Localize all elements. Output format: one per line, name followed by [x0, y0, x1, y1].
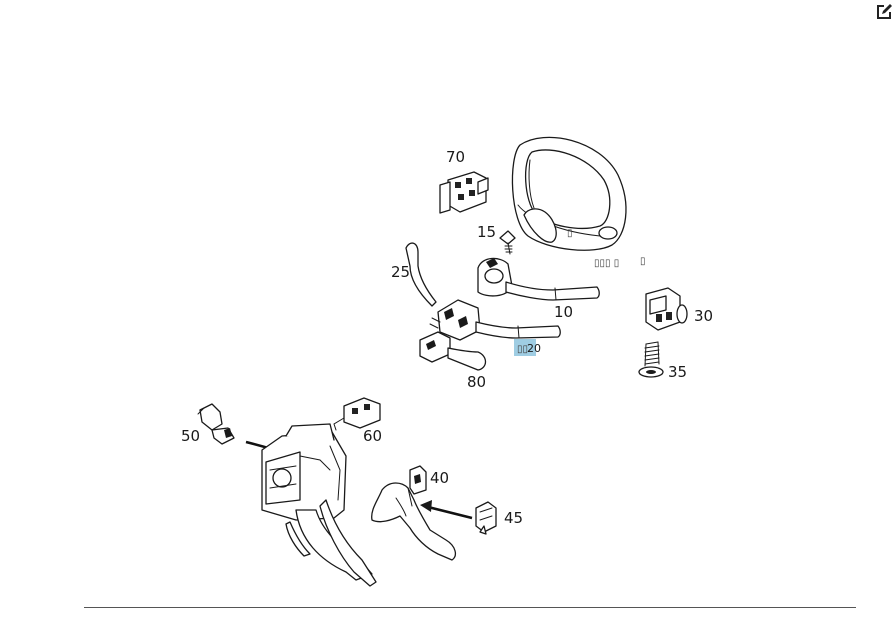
arrow-45-head: [420, 500, 432, 512]
callout-45: 45: [504, 509, 523, 527]
pedal-assembly[interactable]: [261, 423, 377, 587]
edit-button[interactable]: [874, 2, 894, 22]
part-80-cruise-switch[interactable]: [419, 331, 487, 371]
edit-pencil-icon: [877, 4, 892, 19]
callout-10: 10: [554, 303, 573, 321]
part-20-combination-switch[interactable]: [429, 299, 561, 341]
footer-rule: [84, 607, 856, 608]
callout-40: 40: [430, 469, 449, 487]
part-35-spring[interactable]: [638, 341, 664, 378]
part-60-switch[interactable]: [333, 397, 381, 431]
wheel-mark-2: ▯: [640, 256, 646, 267]
accelerator-pedal[interactable]: [371, 482, 457, 561]
part-30-connector[interactable]: [645, 287, 688, 331]
callout-20-prefix: ▯▯: [517, 344, 528, 355]
callout-60: 60: [363, 427, 382, 445]
part-25-lever[interactable]: [405, 242, 437, 307]
part-70-switch[interactable]: [439, 171, 489, 214]
part-45-clip[interactable]: [475, 501, 497, 535]
wheel-marks: ▯▯▯ ▯: [594, 258, 619, 269]
highlight-20: [514, 339, 536, 356]
callout-80: 80: [467, 373, 486, 391]
callout-20: 20: [527, 342, 541, 355]
wheel-mark: ▯: [567, 228, 573, 239]
callout-50: 50: [181, 427, 200, 445]
part-40-sensor[interactable]: [409, 465, 427, 495]
part-50-sensor[interactable]: [197, 403, 235, 445]
part-10-combination-switch[interactable]: [477, 257, 600, 301]
callout-25: 25: [391, 263, 410, 281]
steering-wheel[interactable]: [511, 136, 627, 251]
callout-30: 30: [694, 307, 713, 325]
callout-35: 35: [668, 363, 687, 381]
part-15-screw[interactable]: [499, 230, 516, 255]
callout-70: 70: [446, 148, 465, 166]
callout-15: 15: [477, 223, 496, 241]
